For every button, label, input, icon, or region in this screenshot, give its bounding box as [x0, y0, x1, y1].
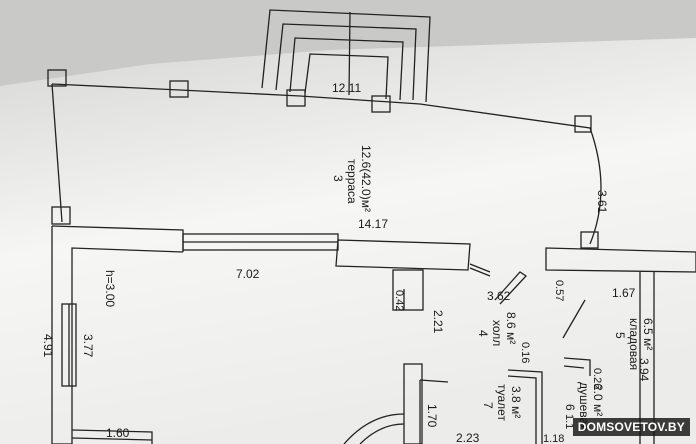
dim-toilet-width: 1.70: [425, 404, 439, 428]
dim-wall-inner: 3.77: [81, 334, 95, 358]
dim-stairs: 12.11: [332, 81, 361, 95]
room-storage: 5 кладовая 6.5 м²: [613, 318, 655, 370]
room-area: 12.6(42.0)м²: [359, 145, 373, 212]
post: [47, 69, 67, 87]
wall-segment: [419, 379, 449, 383]
dim-storage-width: 1.67: [612, 286, 636, 300]
room-area: 3.8 м²: [509, 386, 523, 418]
room-name: холл: [490, 320, 504, 346]
wall-segment: [469, 263, 491, 273]
terrace-left-edge: [51, 83, 63, 223]
dim-thin-2: 0.26: [591, 368, 603, 389]
wall-segment: [335, 239, 471, 271]
dim-bottom-left: 1.60: [106, 426, 130, 440]
toilet-wall: [403, 363, 423, 444]
dim-hall-height: 2.21: [431, 310, 445, 334]
room-name: терраса: [345, 159, 359, 204]
door-swing: [494, 271, 527, 305]
room-area: 2.0 м²: [591, 384, 605, 416]
post: [371, 95, 391, 113]
room-number: 6: [563, 404, 577, 411]
dim-terrace: 14.17: [358, 217, 388, 231]
wall-segment: [563, 357, 591, 376]
dim-room-height: h=3.00: [103, 270, 117, 307]
room-number: 4: [476, 330, 490, 337]
wall-segment: [507, 369, 543, 444]
room-name: туалет: [495, 384, 509, 421]
room-area: 6.5 м²: [641, 318, 655, 350]
dim-room-width: 7.02: [236, 267, 260, 281]
room-number: 7: [481, 402, 495, 409]
post: [286, 89, 306, 107]
dim-thin-1: 0.16: [519, 342, 531, 363]
room-number: 3: [331, 175, 345, 182]
post-inner: [392, 269, 424, 311]
room-toilet: 7 туалет 3.8 м²: [481, 384, 523, 421]
wall-segment: [562, 299, 586, 339]
door-arc: [359, 423, 405, 444]
room-name: кладовая: [627, 318, 641, 370]
post: [580, 231, 599, 249]
exterior-wall: [51, 226, 184, 444]
room-terrace: 3 терраса 12.6(42.0)м²: [331, 145, 373, 212]
terrace-outline: [51, 83, 602, 245]
dim-toilet-len: 2.23: [456, 431, 480, 444]
door-arc: [343, 413, 405, 444]
wall-segment: [545, 247, 696, 273]
post: [169, 80, 189, 98]
dim-storage-height: 3.94: [637, 358, 651, 382]
watermark: DOMSOVETOV.BY: [572, 418, 690, 436]
dim-shower-extra: 1.1: [563, 414, 575, 429]
dim-post-depth: 0.42: [393, 290, 405, 311]
wall-segment: [71, 437, 153, 441]
dim-shower-width: 1.18: [543, 433, 564, 444]
dim-wall-left: 4.91: [41, 334, 55, 358]
stairs: [261, 9, 431, 103]
room-area: 8.6 м²: [504, 312, 518, 344]
wall-segment: [563, 365, 585, 369]
post: [51, 206, 71, 225]
room-hall: 4 холл 8.6 м²: [476, 312, 518, 346]
room-number: 5: [613, 332, 627, 339]
wall-segment: [469, 267, 491, 277]
wall-segment: [507, 375, 537, 444]
dim-hall-width: 3.62: [487, 289, 511, 303]
paper-sheet: [0, 38, 696, 444]
post: [574, 115, 592, 133]
dim-door-gap: 0.57: [553, 280, 565, 301]
dim-terrace-side: 3.61: [595, 190, 609, 214]
